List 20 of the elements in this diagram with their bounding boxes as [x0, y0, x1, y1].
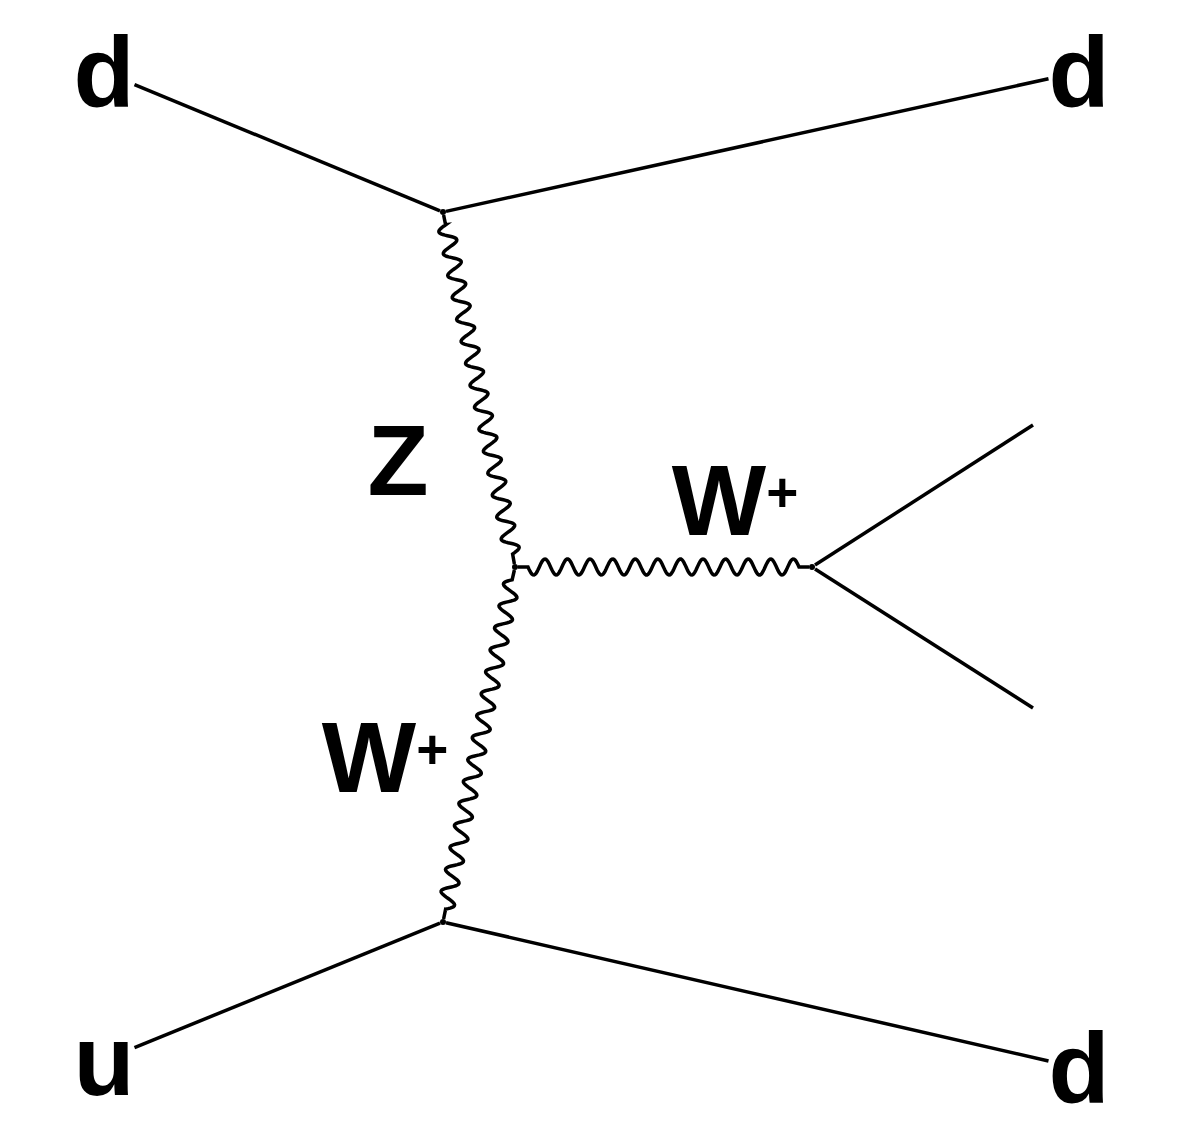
line — [133, 921, 441, 1050]
wavy-line — [518, 557, 809, 577]
line — [814, 567, 1034, 710]
wavy-line — [437, 214, 521, 565]
vertex-dot — [440, 919, 446, 925]
wavy-line — [439, 569, 519, 920]
edge-label: W$^{+}$ — [671, 458, 799, 542]
particle-label: d — [1048, 1028, 1110, 1108]
edge-label: W$^{+}$ — [321, 715, 449, 799]
line — [814, 423, 1034, 567]
line — [445, 921, 1049, 1063]
particle-label: d — [73, 32, 135, 112]
vertex-dot — [512, 564, 518, 570]
vertex-dot — [440, 209, 446, 215]
line — [445, 77, 1049, 214]
vertex-dot — [809, 564, 815, 570]
edge-label: Z — [367, 418, 429, 502]
particle-label: d — [1048, 32, 1110, 112]
particle-label: u — [73, 1020, 135, 1100]
line — [133, 83, 441, 213]
